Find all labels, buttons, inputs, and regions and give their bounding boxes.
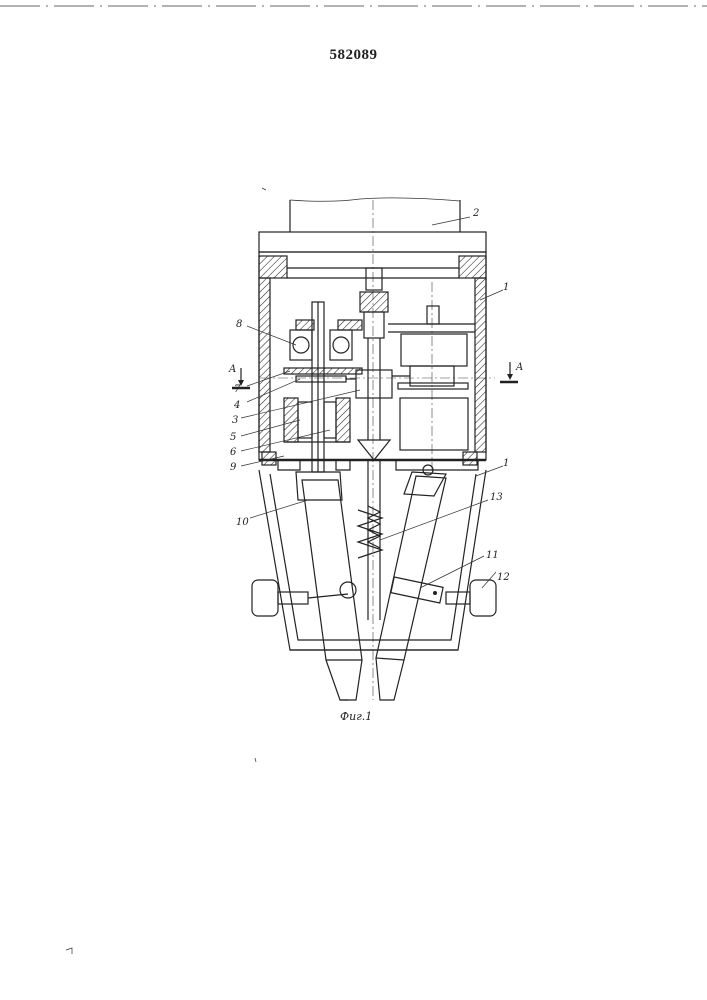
figure-caption: Фиг.1: [340, 710, 372, 723]
part-9-base-plate: [259, 460, 486, 475]
part-10-left-holder: [296, 472, 362, 700]
part-7-4-gears: [284, 368, 362, 382]
lower-housing: [259, 470, 486, 650]
part-2-column: [259, 198, 486, 252]
part-13-spring: [358, 506, 382, 558]
label-4: 4: [233, 400, 240, 411]
stray-mark: [255, 758, 256, 762]
label-9: 9: [230, 462, 237, 473]
label-7: 7: [234, 384, 241, 395]
label-1-bottom: 1: [503, 458, 509, 469]
stray-mark: [262, 188, 266, 190]
label-12: 12: [497, 572, 510, 583]
label-1-top: 1: [503, 282, 509, 293]
label-13: 13: [490, 492, 503, 503]
label-3: 3: [232, 415, 238, 426]
label-2: 2: [472, 208, 479, 219]
mounting-plate: [296, 320, 475, 332]
label-11: 11: [486, 550, 499, 561]
part-3-5-6-clutch: [284, 398, 350, 442]
part-8-bearings: [290, 330, 352, 360]
section-label-right: A: [515, 362, 523, 373]
section-marker-right: A: [500, 362, 523, 382]
stray-mark: [66, 948, 72, 954]
part-11-right-holder: [376, 472, 446, 700]
label-10: 10: [236, 517, 249, 528]
label-8: 8: [236, 319, 242, 330]
label-6: 6: [230, 447, 237, 458]
section-label-left: A: [228, 364, 236, 375]
label-5: 5: [230, 432, 236, 443]
